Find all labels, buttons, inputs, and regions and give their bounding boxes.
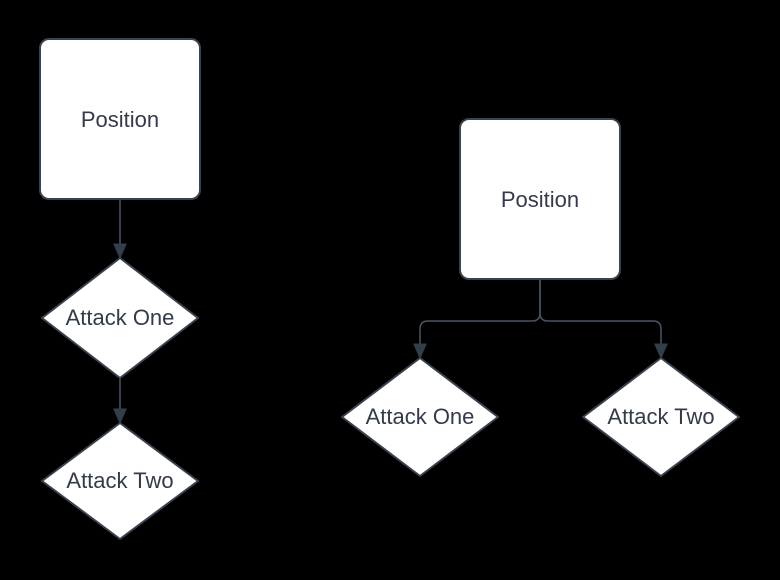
left-node-attack-two[interactable] bbox=[41, 422, 199, 540]
right-edge-position-to-attack-two-arrowhead[interactable] bbox=[654, 343, 668, 359]
right-edge-position-to-attack-one-arrowhead[interactable] bbox=[413, 343, 427, 359]
right-node-position[interactable] bbox=[459, 118, 621, 280]
right-edge-position-to-attack-two[interactable] bbox=[539, 280, 662, 345]
left-node-attack-one[interactable] bbox=[41, 257, 199, 379]
left-edge-attack-one-to-attack-two-arrowhead[interactable] bbox=[113, 408, 127, 424]
right-node-attack-two[interactable] bbox=[582, 357, 740, 477]
left-edge-position-to-attack-one-arrowhead[interactable] bbox=[113, 243, 127, 259]
left-node-position[interactable] bbox=[39, 38, 201, 200]
right-edge-position-to-attack-one[interactable] bbox=[419, 280, 541, 345]
right-node-attack-one[interactable] bbox=[341, 357, 499, 477]
